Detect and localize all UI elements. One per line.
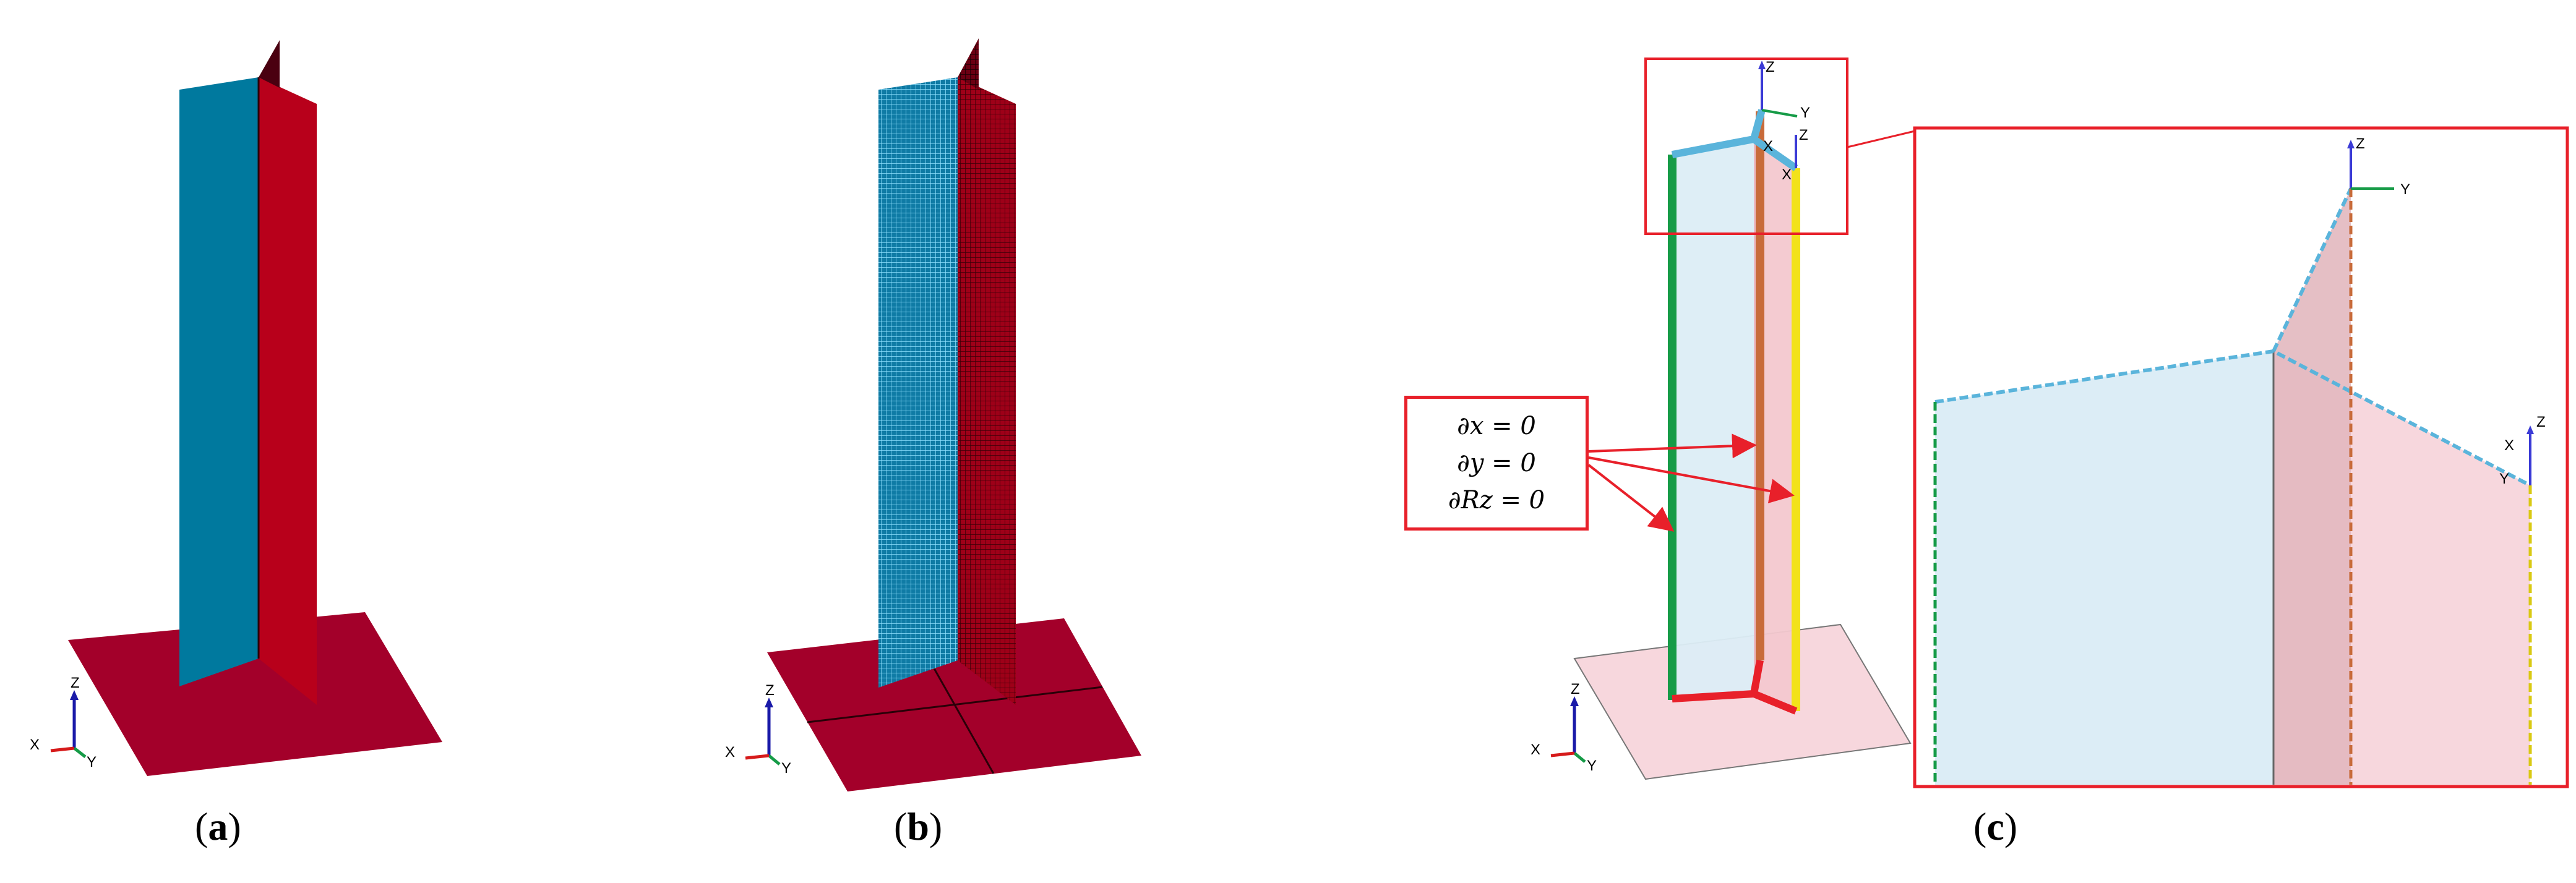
axis-triad-c: Z Y X <box>1531 681 1597 774</box>
zoom-web-pink <box>2273 189 2351 785</box>
zoom-local-axes-right: Z X Y <box>2499 414 2546 487</box>
boundary-condition-box: ∂x = 0 ∂y = 0 ∂Rz = 0 <box>1404 396 1589 531</box>
svg-text:X: X <box>1763 138 1773 155</box>
panel-label-c: (c) <box>1973 804 2018 848</box>
svg-text:Z: Z <box>1571 681 1580 697</box>
panel-a-flange-blue <box>179 77 259 686</box>
panel-label-a: (a) <box>195 804 241 848</box>
axis-triad-a: Z Y X <box>30 675 97 770</box>
panel-b-flange-top-tip <box>958 38 979 90</box>
panel-label-b: (b) <box>894 804 943 848</box>
svg-text:Y: Y <box>781 760 791 777</box>
panel-c-top-edge-cyan <box>1750 109 1766 140</box>
svg-text:Z: Z <box>765 682 775 699</box>
svg-text:X: X <box>1531 741 1540 758</box>
panel-a-base-plate <box>68 612 442 776</box>
panel-c: Z Y X Z X <box>1573 58 1915 780</box>
panel-c-pointer-arrow <box>1588 456 1795 503</box>
panel-c-flange-blue <box>1672 139 1754 699</box>
svg-text:X: X <box>725 744 735 761</box>
panel-a-flange-top-tip <box>259 40 280 88</box>
panel-c-pointer-arrow <box>1588 433 1757 459</box>
panel-c-local-axes-top: Z Y X Z X <box>1758 59 1810 183</box>
svg-text:Y: Y <box>1587 757 1597 774</box>
panel-b-flange-red-mesh <box>958 77 1016 705</box>
zoom-top-edge-cyan <box>2272 187 2353 352</box>
bc-line-dy: ∂y = 0 <box>1457 449 1536 477</box>
svg-text:Z: Z <box>1766 59 1775 75</box>
axis-triad-b: Z Y X <box>725 682 791 777</box>
svg-text:Z: Z <box>71 675 80 691</box>
panel-c-pointer-arrow <box>1587 464 1675 532</box>
svg-text:Y: Y <box>1800 105 1810 121</box>
zoom-local-axes-top: Z Y <box>2347 135 2410 198</box>
zoom-flange-blue <box>1935 351 2273 785</box>
svg-text:Y: Y <box>87 754 97 770</box>
svg-text:Z: Z <box>1799 127 1808 143</box>
panel-a-flange-red <box>259 77 317 705</box>
bc-line-drz: ∂Rz = 0 <box>1448 486 1545 514</box>
svg-text:Y: Y <box>2499 471 2509 487</box>
panel-b-flange-blue-mesh <box>878 77 958 688</box>
panel-a <box>68 40 442 776</box>
svg-text:X: X <box>1782 166 1792 183</box>
svg-text:X: X <box>30 736 40 753</box>
panel-b <box>767 38 1141 791</box>
panel-c-base-edge-red <box>1750 659 1764 695</box>
bc-line-dx: ∂x = 0 <box>1457 412 1536 440</box>
svg-text:Y: Y <box>2400 181 2410 198</box>
svg-text:Z: Z <box>2536 414 2546 430</box>
panel-c-zoom-detail: Z Y Z X Y <box>1913 126 2569 788</box>
panel-c-callout-connector <box>1847 130 1915 148</box>
svg-text:Z: Z <box>2356 135 2365 152</box>
svg-text:X: X <box>2504 437 2514 454</box>
